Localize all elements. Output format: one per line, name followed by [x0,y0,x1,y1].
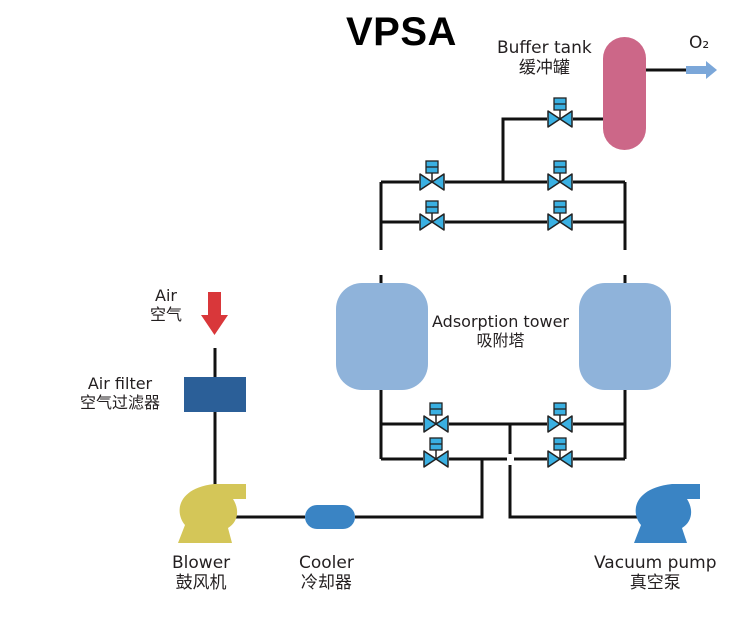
adsorption-tower-label: Adsorption tower 吸附塔 [432,312,569,350]
adsorption-tower-label-zh: 吸附塔 [476,331,525,351]
vacuum-pump-label: Vacuum pump 真空泵 [594,553,717,594]
air-filter-label-zh: 空气过滤器 [80,393,161,413]
blower-label-zh: 鼓风机 [175,573,227,594]
oxygen-output-arrow-icon [686,61,717,79]
air-label-en: Air [155,286,177,305]
valve-icon [423,402,449,433]
oxygen-label: O₂ [689,33,710,53]
vacuum-pipe [508,465,640,519]
adsorption-tower-left [336,283,428,390]
valve-icon [547,200,573,231]
valve-icon [547,437,573,468]
air-label: Air 空气 [150,286,182,324]
air-filter-label-en: Air filter [87,374,153,393]
diagram-title: VPSA [346,10,457,54]
valve-icon [547,160,573,191]
valve-icon [547,402,573,433]
cooler [305,505,355,529]
blower-label: Blower 鼓风机 [172,553,230,594]
buffer-tank-label: Buffer tank 缓冲罐 [497,38,592,79]
vacuum-pump-label-zh: 真空泵 [629,573,681,594]
pipe-gap [620,250,630,275]
air-intake-arrow-icon [201,292,228,335]
buffer-tank [603,37,646,150]
adsorption-tower-label-en: Adsorption tower [432,312,569,331]
vacuum-pump-label-en: Vacuum pump [594,553,717,573]
air-label-zh: 空气 [150,305,183,325]
valves [419,97,573,468]
feed-pipe [355,459,484,519]
air-filter [184,377,246,412]
valve-icon [547,97,573,128]
air-filter-label: Air filter 空气过滤器 [80,374,160,412]
cooler-label-en: Cooler [299,553,354,573]
buffer-tank-label-zh: 缓冲罐 [518,58,570,79]
pipe-gap [494,186,514,220]
cooler-label-zh: 冷却器 [300,573,352,594]
blower [178,484,246,543]
vacuum-pump [634,484,700,543]
valve-icon [423,437,449,468]
pipe-gap [376,250,386,275]
cooler-label: Cooler 冷却器 [299,553,354,594]
valve-icon [419,160,445,191]
blower-label-en: Blower [172,553,231,573]
adsorption-tower-right [579,283,671,390]
buffer-tank-label-en: Buffer tank [497,38,592,58]
valve-icon [419,200,445,231]
